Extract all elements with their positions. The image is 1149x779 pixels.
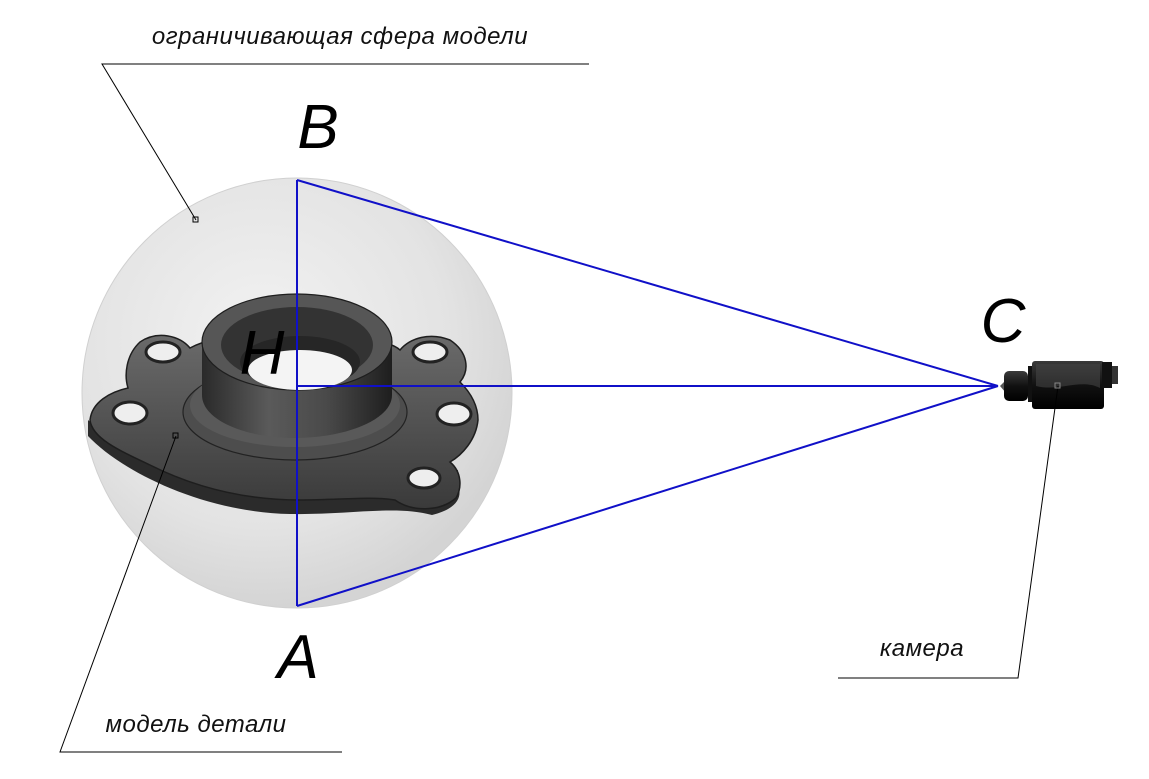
view-rays [296, 179, 999, 607]
ray-b-c [296, 179, 999, 387]
point-a-label: A [273, 623, 318, 692]
camera-leader [838, 385, 1059, 679]
point-c-label: C [981, 287, 1027, 356]
sphere-leader [101, 63, 589, 221]
camera-label: камера [880, 635, 964, 662]
video-camera-icon [1000, 361, 1118, 409]
ray-a-c [296, 385, 999, 607]
model-leader [59, 435, 342, 753]
model-label: модель детали [106, 711, 287, 738]
point-h-label: H [240, 319, 285, 388]
point-b-label: B [297, 93, 338, 162]
sphere-label: ограничивающая сфера модели [152, 23, 528, 50]
leader-lines [59, 63, 1059, 753]
